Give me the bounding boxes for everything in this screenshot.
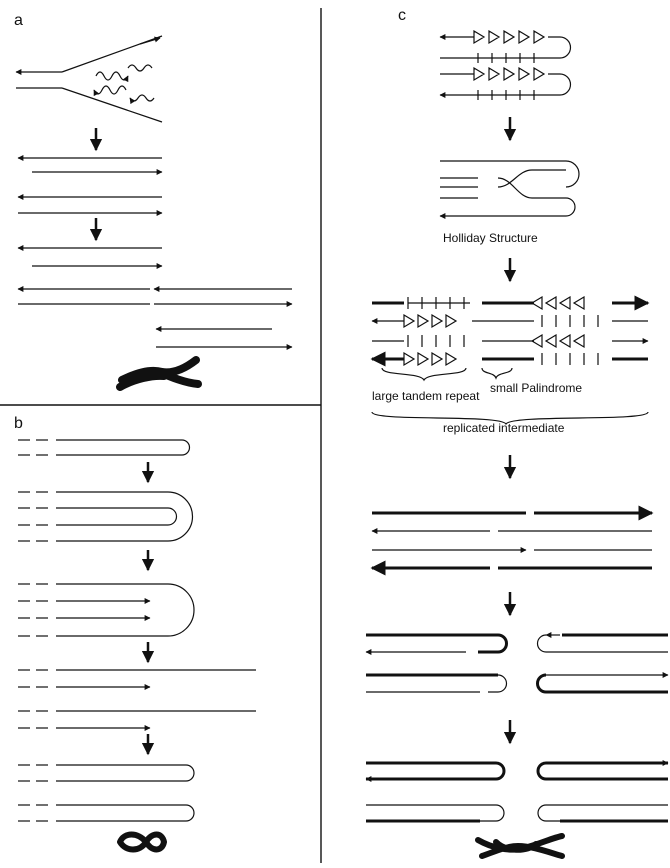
panel-c: c Holliday Structure: [365, 7, 669, 859]
panel-b: b: [14, 415, 256, 853]
small-palindrome-label: small Palindrome: [490, 381, 582, 395]
panel-a: a: [14, 12, 293, 391]
hairpin-4: [18, 764, 195, 822]
holliday-label: Holliday Structure: [443, 231, 538, 245]
panel-a-label: a: [14, 12, 23, 29]
chromosome-shape-a: [116, 356, 202, 391]
inverted-repeat-1: [439, 29, 572, 100]
brackets: [371, 367, 649, 426]
hairpin-1: [18, 439, 191, 456]
panel-c-label: c: [398, 7, 406, 24]
duplex-pair-1: [17, 155, 163, 216]
replicated-intermediate-label: replicated intermediate: [443, 421, 565, 435]
duplex-pair-2: [17, 245, 293, 350]
hairpin-3: [18, 583, 195, 637]
replication-fork: [15, 35, 163, 123]
hairpin-2: [18, 491, 194, 542]
panel-dividers: [0, 8, 322, 863]
chromosome-shape-c: [475, 833, 565, 859]
separated-strands: [18, 669, 256, 731]
palindromic-products: [365, 760, 669, 823]
replicated-repeats: [370, 295, 650, 367]
chromosome-shape-b: [117, 831, 167, 853]
hairpin-intermediates: [365, 632, 669, 694]
holliday-structure: [439, 160, 580, 219]
duplex-products: [370, 505, 654, 576]
large-tandem-repeat-label: large tandem repeat: [372, 389, 480, 403]
panel-b-label: b: [14, 415, 23, 432]
